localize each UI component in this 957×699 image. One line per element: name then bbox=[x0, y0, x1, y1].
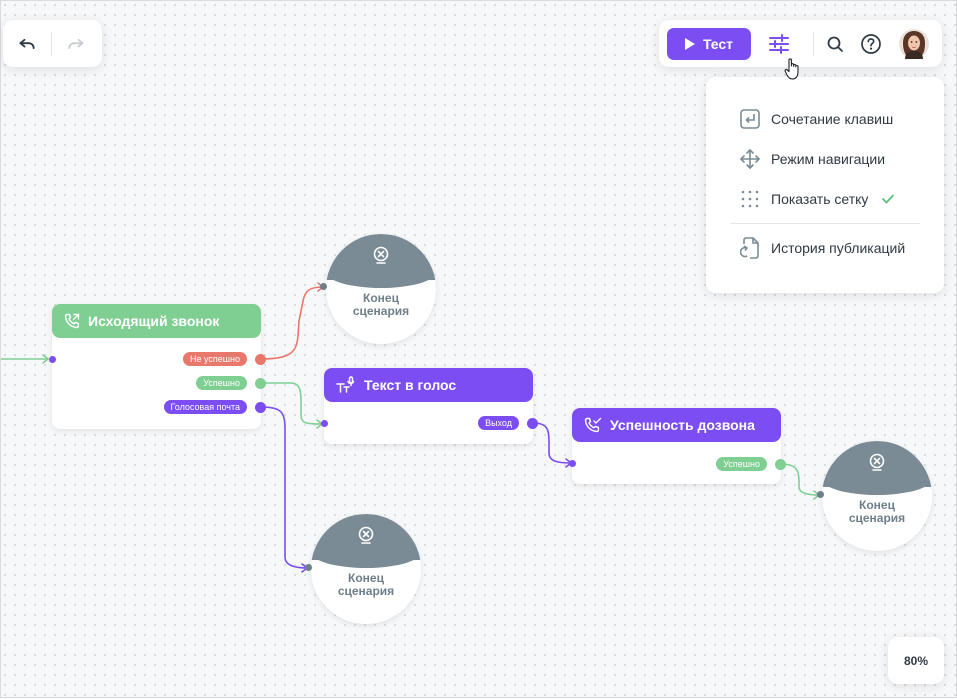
connector-tts-to-success bbox=[532, 422, 572, 464]
node-header: Успешность дозвона bbox=[572, 408, 781, 442]
end-node-cap bbox=[311, 514, 421, 568]
avatar bbox=[899, 28, 929, 59]
connector-fail-to-end bbox=[260, 286, 324, 360]
hand-cursor-icon bbox=[784, 58, 799, 80]
node-title: Исходящий звонок bbox=[88, 313, 220, 329]
user-avatar-button[interactable] bbox=[892, 20, 936, 67]
undo-icon bbox=[19, 38, 35, 49]
end-x-icon bbox=[373, 246, 389, 264]
keyboard-return-icon bbox=[739, 108, 761, 130]
zoom-level-label: 80% bbox=[903, 653, 929, 668]
test-button-label: Тест bbox=[702, 35, 734, 52]
checkmark-icon bbox=[882, 191, 895, 207]
node-title: Успешность дозвона bbox=[610, 417, 755, 433]
node-header: Исходящий звонок bbox=[52, 304, 261, 338]
menu-item-label: Режим навигации bbox=[771, 151, 886, 167]
output-port-exit[interactable] bbox=[527, 418, 538, 429]
node-title: Текст в голос bbox=[364, 377, 457, 393]
menu-item-shortcuts[interactable]: Сочетание клавиш bbox=[706, 99, 944, 139]
sliders-icon bbox=[769, 33, 789, 54]
end-node-input-port[interactable] bbox=[320, 283, 327, 290]
end-node-label-line2: сценария bbox=[337, 584, 395, 598]
input-port[interactable] bbox=[321, 420, 328, 427]
search-icon bbox=[827, 36, 843, 52]
phone-check-icon bbox=[584, 417, 602, 433]
help-button[interactable] bbox=[850, 20, 892, 67]
node-call-success[interactable]: Успешность дозвона Успешно bbox=[569, 408, 786, 484]
move-arrows-icon bbox=[739, 148, 761, 170]
output-port-voicemail[interactable] bbox=[255, 402, 266, 413]
divider bbox=[813, 31, 814, 56]
file-history-icon bbox=[739, 237, 761, 259]
input-port[interactable] bbox=[569, 460, 576, 467]
end-node-label-line1: Конец bbox=[859, 498, 895, 512]
output-pill-exit: Выход bbox=[478, 416, 519, 430]
end-node-input-port[interactable] bbox=[817, 491, 824, 498]
connector-voicemail-to-end bbox=[260, 406, 308, 569]
output-pill-success: Успешно bbox=[196, 376, 247, 390]
undo-redo-panel bbox=[3, 20, 102, 67]
play-icon bbox=[684, 37, 695, 50]
node-header: Текст в голос bbox=[324, 368, 533, 402]
redo-icon bbox=[68, 38, 84, 49]
divider bbox=[51, 31, 52, 56]
output-pill-success: Успешно bbox=[716, 457, 767, 471]
test-button[interactable]: Тест bbox=[667, 27, 751, 60]
end-node-label-line2: сценария bbox=[848, 511, 906, 525]
settings-menu: Сочетание клавиш Режим навигации Показат… bbox=[706, 77, 944, 293]
settings-sliders-button[interactable] bbox=[751, 20, 807, 67]
connector-success-to-end bbox=[780, 463, 820, 496]
output-port-success[interactable] bbox=[255, 378, 266, 389]
input-port[interactable] bbox=[49, 356, 56, 363]
output-pill-voicemail: Голосовая почта bbox=[163, 400, 247, 414]
help-icon bbox=[861, 33, 881, 54]
zoom-level-button[interactable]: 80% bbox=[888, 637, 944, 684]
end-node-input-port[interactable] bbox=[305, 564, 312, 571]
end-node-label-line1: Конец bbox=[348, 571, 384, 585]
arrowhead bbox=[42, 354, 50, 364]
output-port-success[interactable] bbox=[775, 459, 786, 470]
phone-outgoing-icon bbox=[64, 313, 80, 329]
redo-button[interactable] bbox=[52, 20, 100, 67]
menu-divider bbox=[730, 223, 920, 224]
menu-item-show-grid[interactable]: Показать сетку bbox=[706, 179, 944, 219]
node-outgoing-call[interactable]: Исходящий звонок Не успешно Успешно Голо… bbox=[49, 304, 266, 429]
connector-success-to-tts bbox=[261, 382, 322, 425]
menu-item-label: История публикаций bbox=[771, 240, 906, 256]
grid-dots-icon bbox=[739, 188, 761, 210]
node-text-to-speech[interactable]: Текст в голос Выход bbox=[321, 368, 538, 444]
end-x-icon bbox=[869, 453, 885, 471]
end-x-icon bbox=[358, 526, 374, 544]
menu-item-publish-history[interactable]: История публикаций bbox=[706, 228, 944, 268]
output-port-fail[interactable] bbox=[255, 354, 266, 365]
output-pill-fail: Не успешно bbox=[183, 352, 247, 366]
text-voice-icon bbox=[336, 376, 355, 393]
menu-item-label: Сочетание клавиш bbox=[771, 111, 894, 127]
undo-button[interactable] bbox=[3, 20, 51, 67]
menu-item-label: Показать сетку bbox=[771, 191, 869, 207]
top-toolbar: Тест bbox=[659, 20, 942, 67]
end-node-label-line1: Конец bbox=[363, 291, 399, 305]
search-button[interactable] bbox=[820, 20, 850, 67]
menu-item-navigation-mode[interactable]: Режим навигации bbox=[706, 139, 944, 179]
end-node-label-line2: сценария bbox=[352, 304, 410, 318]
